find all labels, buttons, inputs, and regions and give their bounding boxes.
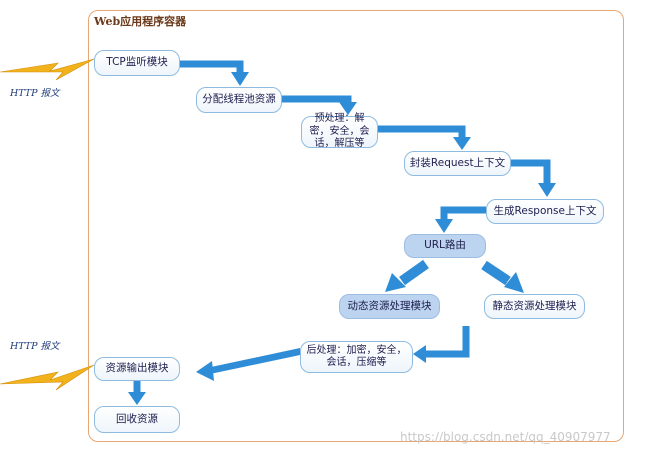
node-preprocess: 预处理：解密，安全，会话，解压等 [301, 113, 378, 149]
arrow-response-to-router [440, 206, 486, 221]
arrow-pool-to-pre [282, 95, 352, 104]
node-request-context: 封装Request上下文 [404, 151, 511, 176]
arrow-router-to-dynamic [399, 259, 429, 286]
node-thread-pool: 分配线程池资源 [196, 87, 282, 113]
node-static-handler: 静态资源处理模块 [484, 294, 585, 319]
arrow-router-to-static [481, 260, 511, 286]
arrow-pre-to-request [378, 125, 466, 139]
watermark: https://blog.csdn.net/qq_40907977 [400, 430, 611, 444]
arrow-tcp-to-pool [180, 60, 244, 74]
node-postprocess: 后处理：加密，安全，会话，压缩等 [300, 341, 413, 373]
node-tcp-listener: TCP监听模块 [94, 50, 180, 76]
node-resource-output: 资源输出模块 [94, 357, 180, 381]
lightning-icon-top [0, 58, 95, 81]
arrow-static-to-post [425, 326, 470, 358]
node-dynamic-handler: 动态资源处理模块 [339, 294, 440, 319]
arrow-post-to-output [210, 348, 300, 374]
http-message-label-top: HTTP 报文 [10, 88, 60, 99]
http-message-label-bottom: HTTP 报文 [10, 341, 60, 352]
node-url-router: URL路由 [404, 234, 486, 258]
arrow-request-to-response [511, 159, 551, 185]
node-recycle-resource: 回收资源 [94, 406, 180, 433]
lightning-icon-bottom [0, 364, 95, 391]
node-response-context: 生成Response上下文 [486, 199, 604, 224]
diagram-title: Web应用程序容器 [94, 15, 187, 28]
web-container-frame [88, 10, 624, 442]
